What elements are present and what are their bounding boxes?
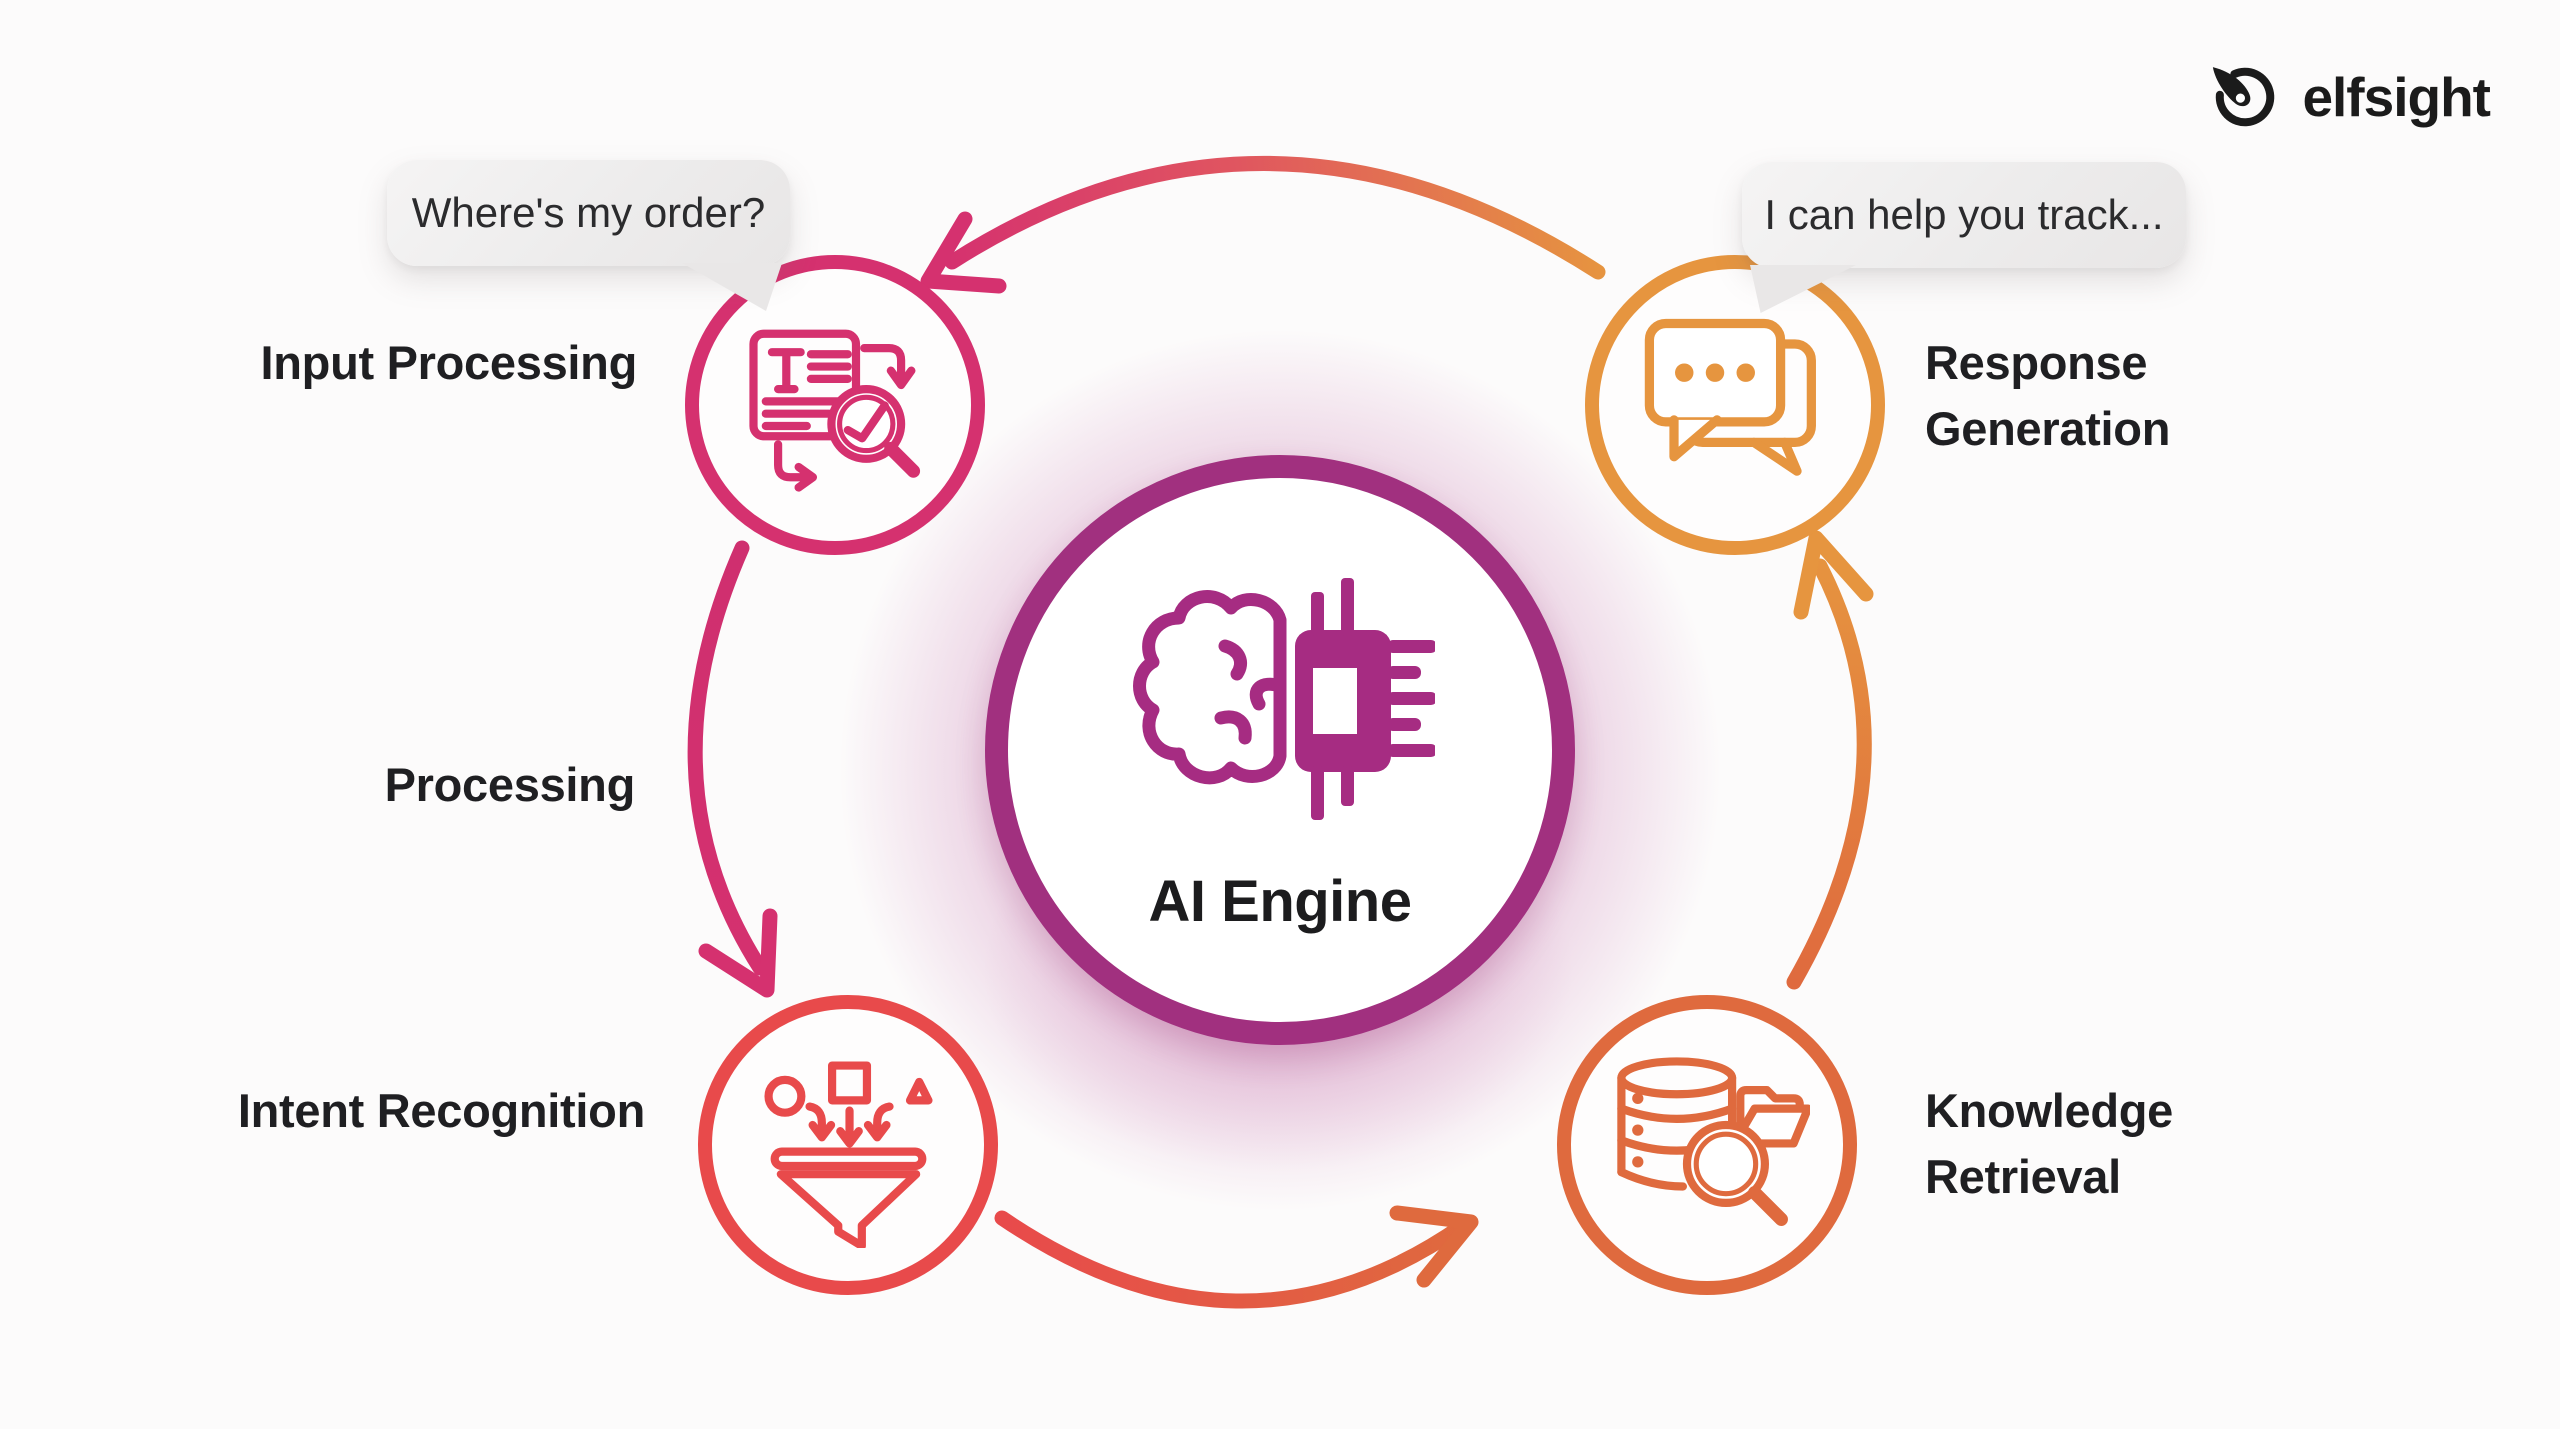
arrowhead-input-to-intent [698, 908, 778, 998]
label-response-generation: Response Generation [1925, 336, 2171, 455]
ai-engine-label: AI Engine [1148, 869, 1412, 934]
database-search-icon [1616, 1056, 1810, 1226]
label-input-processing: Input Processing [260, 336, 638, 389]
node-knowledge-retrieval [1557, 995, 1857, 1295]
user-message-text: Where's my order? [411, 189, 766, 236]
logo-text: elfsight [2302, 66, 2491, 128]
arrow-knowledge-to-response [1786, 558, 1872, 990]
arrowhead-intent-to-knowledge [1389, 1205, 1479, 1288]
elfsight-logo: elfsight [2206, 58, 2491, 136]
brain-chip-icon [1133, 578, 1435, 820]
user-message-bubble: Where's my order? [387, 160, 790, 311]
label-intent-recognition: Intent Recognition [237, 1084, 645, 1137]
node-response-generation [1585, 255, 1885, 555]
node-input-processing [685, 255, 985, 555]
node-intent-recognition [698, 995, 998, 1295]
arrow-intent-to-knowledge [994, 1210, 1470, 1309]
arrowhead-response-to-input [920, 211, 1007, 294]
label-knowledge-retrieval: Knowledge Retrieval [1925, 1084, 2173, 1203]
arrow-response-to-input [944, 155, 1606, 280]
funnel-icon [763, 1060, 933, 1248]
label-processing: Processing [384, 758, 636, 811]
arrow-input-to-intent [687, 540, 768, 976]
bot-message-bubble: I can help you track... [1742, 162, 2186, 313]
chip-window [1313, 668, 1357, 734]
chat-bubbles-icon [1644, 318, 1816, 476]
arrowhead-knowledge-to-response [1793, 530, 1874, 620]
gauge-needle-icon [2213, 67, 2275, 127]
document-analysis-icon [748, 329, 920, 492]
bot-message-text: I can help you track... [1764, 191, 2164, 238]
